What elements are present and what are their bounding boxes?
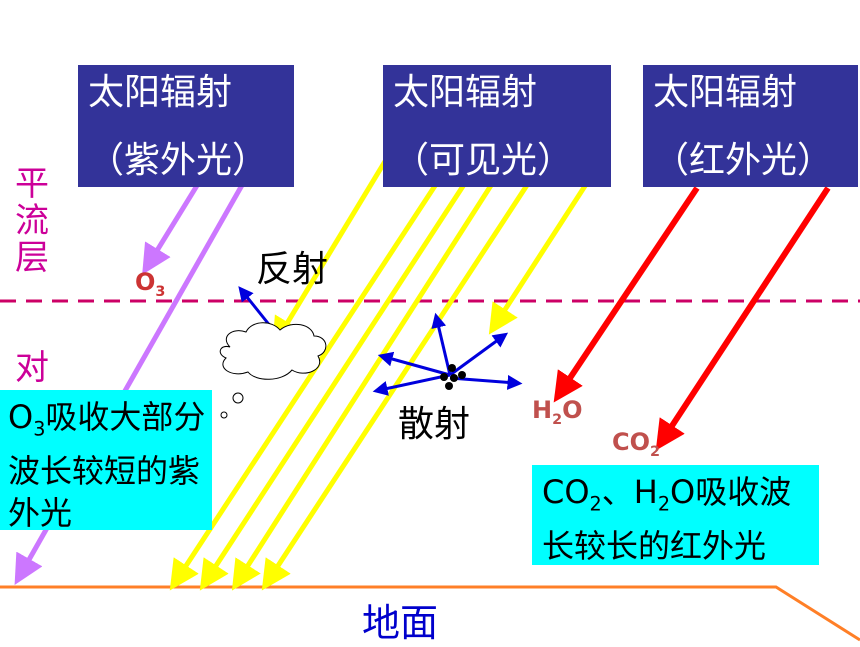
o3-label: O3 bbox=[135, 268, 166, 300]
visible-box-title: 太阳辐射 bbox=[393, 72, 538, 113]
note-o3-prefix: O bbox=[8, 398, 34, 436]
scatter-arrow-upright bbox=[449, 332, 509, 377]
visible-arrow-2 bbox=[199, 138, 496, 591]
reflection-label: 反射 bbox=[256, 249, 329, 290]
o3-absorption-note: O3吸收大部分波长较短的紫外光 bbox=[0, 390, 212, 533]
scatter-arrow-left-down bbox=[372, 373, 451, 396]
visible-radiation-box: 太阳辐射 （可见光） bbox=[383, 65, 611, 187]
ground-label: 地面 bbox=[362, 601, 439, 645]
note-o3-text: 吸收大部分波长较短的紫外光 bbox=[8, 398, 206, 533]
note-co2-prefix: CO bbox=[542, 473, 590, 511]
scattering-label: 散射 bbox=[398, 404, 471, 445]
scatter-arrow-right bbox=[449, 374, 523, 390]
visible-arrow-1 bbox=[169, 138, 468, 591]
visible-box-subtitle: （可见光） bbox=[393, 140, 574, 181]
uv-radiation-box: 太阳辐射 （紫外光） bbox=[78, 65, 294, 187]
particles-icon bbox=[440, 364, 466, 390]
infrared-box-title: 太阳辐射 bbox=[653, 72, 798, 113]
scatter-arrow-up bbox=[431, 312, 452, 376]
h2o-label: H2O bbox=[532, 396, 583, 428]
ir-arrow-h2o bbox=[553, 186, 700, 403]
infrared-radiation-box: 太阳辐射 （红外光） bbox=[643, 65, 858, 187]
uv-box-subtitle: （紫外光） bbox=[88, 140, 269, 181]
note-co2-mid: 、H bbox=[601, 473, 658, 511]
co2-label: CO2 bbox=[612, 428, 661, 460]
cloud-icon bbox=[219, 322, 327, 419]
stratosphere-label: 平 流 层 bbox=[12, 166, 52, 277]
troposphere-label: 对 bbox=[15, 348, 49, 388]
note-o3-sub: 3 bbox=[33, 417, 46, 441]
infrared-box-subtitle: （红外光） bbox=[653, 140, 834, 181]
note-co2-sub2: 2 bbox=[657, 492, 671, 516]
stratosphere-char: 流 bbox=[15, 201, 49, 241]
co2-h2o-absorption-note: CO2、H2O吸收波长较长的红外光 bbox=[532, 465, 819, 565]
visible-arrow-reflect bbox=[272, 156, 390, 348]
note-co2-text: O吸收波长较长的红外光 bbox=[542, 473, 792, 566]
scatter-arrow-left-up bbox=[377, 351, 451, 377]
stratosphere-char: 层 bbox=[15, 238, 49, 278]
note-co2-sub1: 2 bbox=[589, 492, 602, 516]
uv-box-title: 太阳辐射 bbox=[88, 72, 233, 113]
ir-arrow-co2 bbox=[655, 186, 831, 451]
stratosphere-char: 平 bbox=[15, 164, 49, 204]
